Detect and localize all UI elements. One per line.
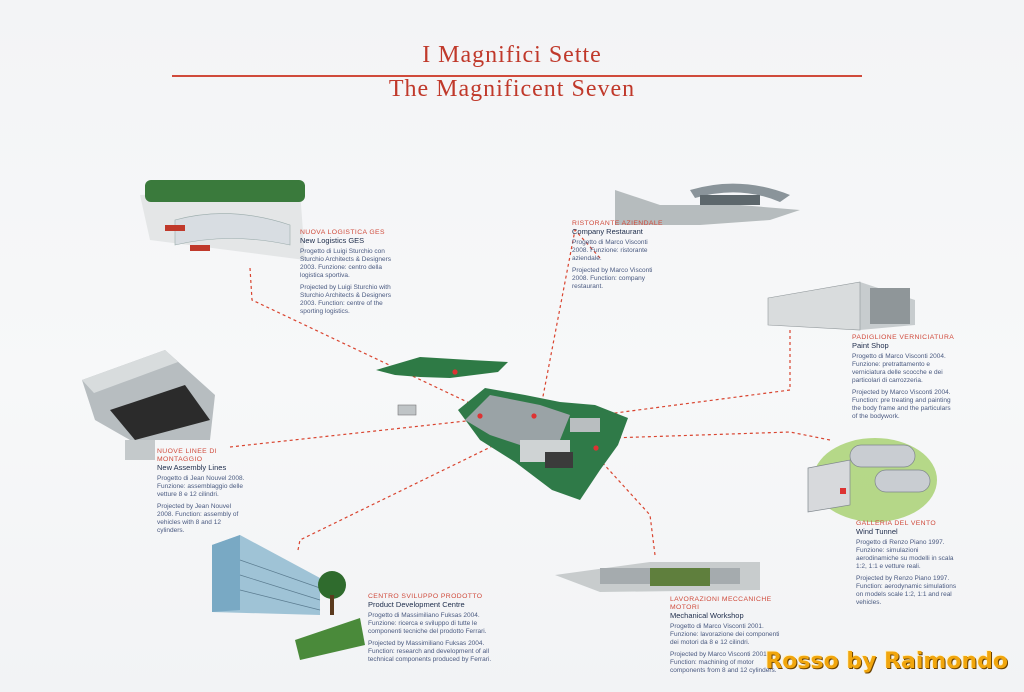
leader-mechanical bbox=[599, 459, 656, 556]
title-english: The Magnificent Seven bbox=[388, 76, 636, 102]
caption-windtunnel-en: Wind Tunnel bbox=[856, 527, 898, 536]
caption-logistics: NUOVA LOGISTICA GES New Logistics GES Pr… bbox=[300, 229, 392, 320]
caption-restaurant-p1: Progetto di Marco Visconti 2008. Funzion… bbox=[572, 239, 648, 262]
leader-windtunnel bbox=[609, 431, 831, 441]
mechanical-building bbox=[555, 562, 760, 592]
caption-assembly: NUOVE LINEE DI MONTAGGIO New Assembly Li… bbox=[157, 448, 249, 539]
caption-productdev-en: Product Development Centre bbox=[368, 600, 465, 609]
watermark-text: Rosso by Raimondo bbox=[765, 649, 1008, 674]
caption-restaurant: RISTORANTE AZIENDALE Company Restaurant … bbox=[572, 220, 664, 295]
windtunnel-building bbox=[807, 438, 937, 522]
caption-windtunnel: GALLERIA DEL VENTO Wind Tunnel Progetto … bbox=[856, 520, 960, 611]
caption-logistics-p2: Projected by Luigi Sturchio with Sturchi… bbox=[300, 284, 392, 315]
paintshop-building bbox=[767, 281, 915, 331]
caption-productdev-p2: Projected by Massimiliano Fuksas 2004. F… bbox=[368, 640, 492, 663]
caption-mechanical-p1: Progetto di Marco Visconti 2001. Funzion… bbox=[670, 623, 780, 646]
productdev-building bbox=[212, 535, 365, 660]
caption-windtunnel-p1: Progetto di Renzo Piano 1997. Funzione: … bbox=[856, 539, 954, 570]
caption-productdev-p1: Progetto di Massimiliano Fuksas 2004. Fu… bbox=[368, 612, 487, 635]
leader-assembly bbox=[229, 419, 476, 448]
leader-restaurant bbox=[539, 228, 601, 413]
caption-mechanical: LAVORAZIONI MECCANICHE MOTORI Mechanical… bbox=[670, 596, 782, 679]
assembly-building bbox=[82, 350, 215, 460]
logistics-building bbox=[140, 180, 305, 260]
title-rule bbox=[172, 75, 862, 77]
caption-assembly-p1: Progetto di Jean Nouvel 2008. Funzione: … bbox=[157, 475, 245, 498]
caption-paintshop-en: Paint Shop bbox=[852, 341, 889, 350]
leader-paint bbox=[599, 330, 791, 416]
caption-logistics-it: NUOVA LOGISTICA GES bbox=[300, 229, 385, 236]
caption-assembly-p2: Projected by Jean Nouvel 2008. Function:… bbox=[157, 503, 239, 534]
caption-productdev-it: CENTRO SVILUPPO PRODOTTO bbox=[368, 593, 483, 600]
caption-assembly-it: NUOVE LINEE DI MONTAGGIO bbox=[157, 448, 217, 463]
caption-logistics-en: New Logistics GES bbox=[300, 236, 365, 245]
caption-windtunnel-it: GALLERIA DEL VENTO bbox=[856, 520, 937, 527]
caption-restaurant-p2: Projected by Marco Visconti 2008. Functi… bbox=[572, 267, 653, 290]
leader-productdev bbox=[297, 439, 506, 551]
restaurant-building bbox=[615, 183, 800, 225]
caption-restaurant-it: RISTORANTE AZIENDALE bbox=[572, 220, 663, 227]
caption-paintshop-it: PADIGLIONE VERNICIATURA bbox=[852, 334, 955, 341]
caption-paintshop-p2: Projected by Marco Visconti 2004. Functi… bbox=[852, 389, 951, 420]
caption-windtunnel-p2: Projected by Renzo Piano 1997. Function:… bbox=[856, 575, 957, 606]
title-italian: I Magnifici Sette bbox=[422, 42, 602, 68]
caption-mechanical-en: Mechanical Workshop bbox=[670, 611, 744, 620]
caption-logistics-p1: Progetto di Luigi Sturchio con Sturchio … bbox=[300, 248, 392, 279]
caption-paintshop-p1: Progetto di Marco Visconti 2004. Funzion… bbox=[852, 353, 946, 384]
caption-paintshop: PADIGLIONE VERNICIATURA Paint Shop Proge… bbox=[852, 334, 956, 425]
caption-productdev: CENTRO SVILUPPO PRODOTTO Product Develop… bbox=[368, 593, 492, 668]
caption-restaurant-en: Company Restaurant bbox=[572, 227, 643, 236]
central-site-map bbox=[376, 357, 628, 500]
caption-mechanical-it: LAVORAZIONI MECCANICHE MOTORI bbox=[670, 596, 772, 611]
caption-assembly-en: New Assembly Lines bbox=[157, 463, 227, 472]
caption-mechanical-p2: Projected by Marco Visconti 2001. Functi… bbox=[670, 651, 777, 674]
